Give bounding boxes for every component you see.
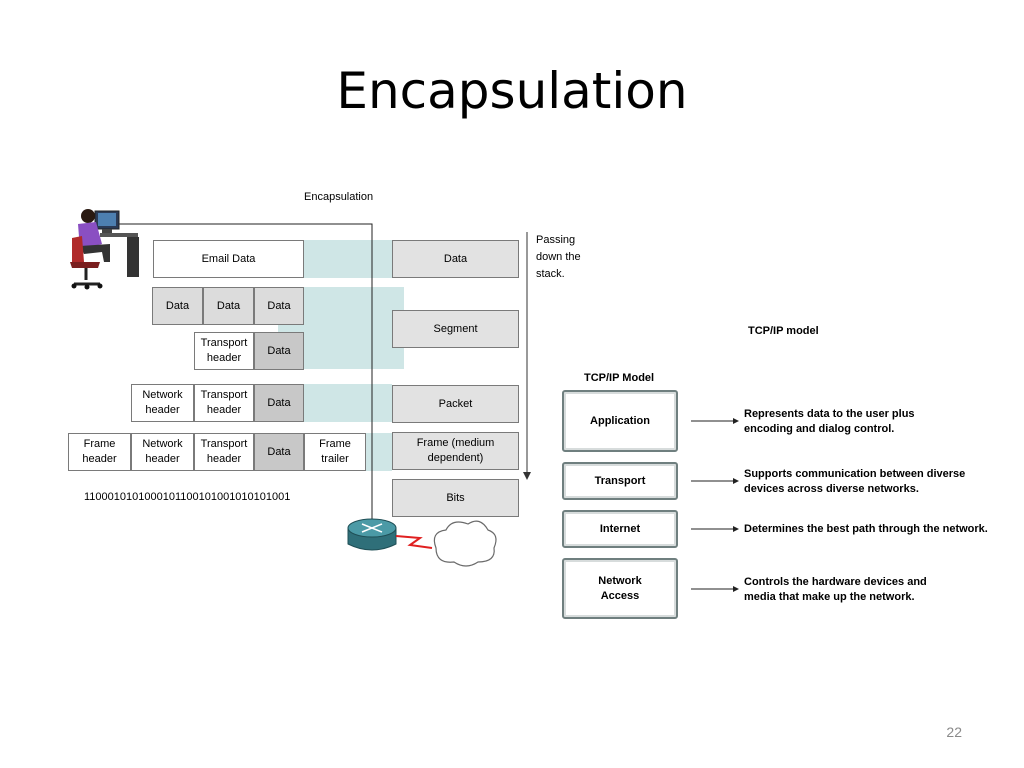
- tcpip-top-label: TCP/IP model: [748, 325, 819, 337]
- layer-internet-desc: Determines the best path through the net…: [744, 523, 988, 535]
- layer-application-box: Application: [562, 390, 678, 452]
- connection-line: [112, 223, 373, 527]
- layer-transport-desc: Supports communication between diverse d…: [744, 468, 966, 495]
- arrow-right-icon: [691, 478, 739, 484]
- arrow-right-icon: [691, 526, 739, 532]
- layer-network-access-desc: Controls the hardware devices and media …: [744, 576, 927, 603]
- frame-data-box: Data: [254, 433, 304, 471]
- stack-frame-box: Frame (medium dependent): [392, 432, 519, 470]
- band-packet: [304, 384, 392, 422]
- stack-data-box: Data: [392, 240, 519, 278]
- arrow-right-icon: [691, 586, 739, 592]
- email-data-box: Email Data: [153, 240, 304, 278]
- tcpip-model-title: TCP/IP Model: [584, 372, 655, 384]
- transport-header-box: Transport header: [194, 332, 254, 370]
- person-at-computer-icon: [70, 209, 139, 290]
- layer-network-access-box: Network Access: [562, 558, 678, 619]
- transport-data-box: Data: [254, 332, 304, 370]
- segment-data-box: Data: [254, 287, 304, 325]
- stack-bits-box: Bits: [392, 479, 519, 517]
- stack-packet-box: Packet: [392, 385, 519, 423]
- frame-trailer-box: Frame trailer: [304, 433, 366, 471]
- stack-segment-box: Segment: [392, 310, 519, 348]
- down-arrow-icon: [523, 232, 531, 480]
- frame-header-box: Frame header: [68, 433, 131, 471]
- bits-string: 1100010101000101100101001010101001: [84, 491, 291, 503]
- band-frame: [366, 433, 392, 471]
- arrow-right-icon: [691, 418, 739, 424]
- diagram-heading: Encapsulation: [304, 191, 374, 203]
- packet-transport-header-box: Transport header: [194, 384, 254, 422]
- layer-application-desc: Represents data to the user plus encodin…: [744, 408, 915, 435]
- serial-link-icon: [395, 535, 433, 549]
- band-data: [304, 240, 392, 278]
- frame-network-header-box: Network header: [131, 433, 194, 471]
- layer-internet-box: Internet: [562, 510, 678, 548]
- frame-transport-header-box: Transport header: [194, 433, 254, 471]
- passing-down-label: Passing down the stack.: [536, 234, 581, 280]
- slide-title: Encapsulation: [336, 62, 688, 120]
- page-number: 22: [946, 724, 962, 740]
- segment-data-box: Data: [203, 287, 254, 325]
- packet-network-header-box: Network header: [131, 384, 194, 422]
- router-icon: [347, 518, 397, 551]
- segment-data-box: Data: [152, 287, 203, 325]
- packet-data-box: Data: [254, 384, 304, 422]
- cloud-icon: [433, 520, 497, 567]
- layer-transport-box: Transport: [562, 462, 678, 500]
